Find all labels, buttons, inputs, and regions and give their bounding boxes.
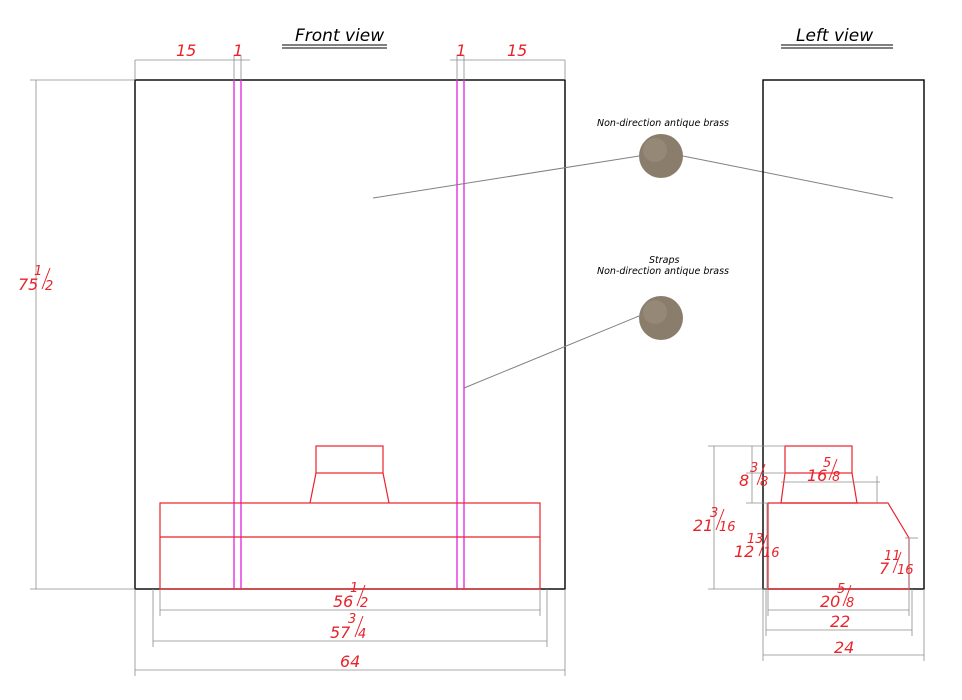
svg-text:21: 21 (693, 516, 713, 535)
svg-text:8: 8 (832, 470, 840, 485)
front-bottom-dim-3: 64 (340, 652, 360, 671)
svg-text:75: 75 (18, 275, 38, 294)
front-dim-top-left-1: 1 (233, 41, 243, 60)
front-strap-left (233, 80, 242, 589)
left-dim-a: 8 3 8 (739, 461, 768, 490)
svg-text:2: 2 (360, 596, 368, 611)
left-dim-c: 12 13 16 (734, 532, 780, 561)
front-dim-top-right-15: 15 (507, 41, 527, 60)
svg-text:5: 5 (837, 582, 845, 597)
leader-front-finish (372, 155, 640, 199)
svg-text:8: 8 (739, 471, 749, 490)
svg-text:20: 20 (820, 592, 840, 611)
svg-text:3: 3 (750, 461, 758, 476)
front-view: Front view (18, 26, 566, 676)
leader-left-finish (682, 155, 894, 199)
svg-text:16: 16 (763, 546, 780, 561)
svg-text:57: 57 (330, 623, 351, 642)
svg-text:16: 16 (897, 563, 914, 578)
front-strap-right (456, 80, 465, 589)
front-height-label: 75 1 2 (18, 264, 53, 294)
straps-note-label: Straps (649, 255, 680, 266)
left-dim-d: 16 5 8 (807, 456, 840, 485)
front-base-unit (159, 445, 541, 590)
leader-straps (463, 315, 640, 389)
left-base-profile (767, 445, 910, 590)
svg-text:1: 1 (350, 581, 358, 596)
left-outline (762, 79, 925, 590)
antique-brass-swatch-2-highlight (643, 300, 667, 324)
front-dim-top-right-1: 1 (456, 41, 466, 60)
svg-text:8: 8 (846, 596, 854, 611)
left-bottom-dim-3: 24 (834, 638, 854, 657)
front-dim-top-left-15: 15 (176, 41, 196, 60)
left-view: Left view 8 3 8 (693, 26, 925, 661)
svg-text:2: 2 (45, 279, 53, 294)
finish-annotations: Non-direction antique brass Straps Non-d… (372, 118, 894, 389)
front-outline (134, 79, 566, 590)
front-bottom-dimensions (134, 589, 566, 676)
svg-text:5: 5 (823, 456, 831, 471)
left-vertical-dimensions (708, 445, 918, 590)
left-bottom-dimensions (762, 589, 925, 661)
straps-finish-note-label: Non-direction antique brass (597, 266, 729, 277)
left-bottom-dim-2: 22 (830, 612, 850, 631)
front-height-dimension (30, 79, 135, 590)
front-bottom-dim-1: 56 1 2 (333, 581, 368, 611)
front-bottom-dim-2: 57 3 4 (330, 612, 366, 642)
front-view-title: Front view (295, 26, 384, 46)
svg-text:13: 13 (747, 532, 764, 547)
svg-text:4: 4 (358, 627, 366, 642)
svg-text:12: 12 (734, 542, 754, 561)
antique-brass-swatch-1-highlight (643, 138, 667, 162)
left-view-title: Left view (796, 26, 873, 46)
svg-text:3: 3 (710, 506, 718, 521)
svg-text:1: 1 (34, 264, 42, 279)
left-bottom-dim-1: 20 5 8 (820, 582, 854, 611)
svg-text:11: 11 (884, 549, 901, 564)
svg-text:16: 16 (719, 520, 736, 535)
svg-text:7: 7 (879, 559, 890, 578)
svg-text:16: 16 (807, 466, 827, 485)
svg-text:3: 3 (348, 612, 356, 627)
svg-text:8: 8 (760, 475, 768, 490)
left-dim-b: 21 3 16 (693, 506, 736, 535)
svg-text:56: 56 (333, 592, 353, 611)
left-dim-e: 7 11 16 (879, 549, 914, 578)
front-top-dimensions (134, 55, 566, 80)
finish-note-label: Non-direction antique brass (597, 118, 729, 129)
